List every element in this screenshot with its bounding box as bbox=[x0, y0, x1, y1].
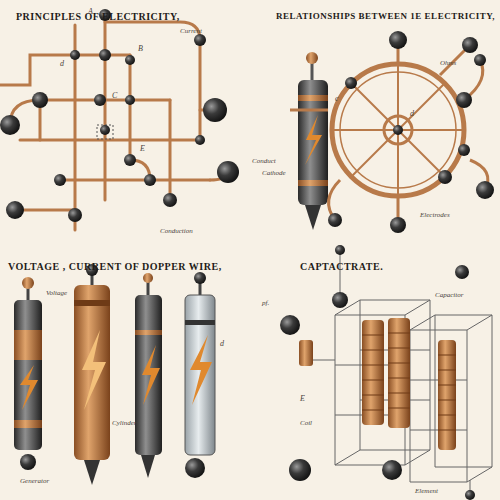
annotation: Cylinder bbox=[112, 420, 137, 427]
panel-title: PRINCIPLES OF ELECTRICITY, bbox=[16, 12, 180, 23]
annotation: B bbox=[138, 45, 143, 53]
copper-wire bbox=[0, 15, 225, 230]
annotation: Ohms bbox=[440, 60, 456, 67]
terminal-ball bbox=[0, 9, 239, 222]
annotation: Current bbox=[180, 28, 202, 35]
coil bbox=[299, 318, 456, 450]
annotation: E bbox=[300, 395, 305, 403]
wire-frame bbox=[300, 250, 492, 495]
panel-title: RELATIONSHIPS BETWEEN 1E ELECTRICITY, bbox=[276, 12, 495, 21]
annotation: E bbox=[140, 145, 145, 153]
annotation: A bbox=[88, 8, 93, 16]
annotation: Conduct bbox=[252, 158, 276, 165]
annotation: Generator bbox=[20, 478, 49, 485]
annotation: d bbox=[410, 110, 414, 118]
annotation: pf. bbox=[262, 300, 269, 307]
wheel bbox=[290, 40, 488, 225]
terminal-ball bbox=[328, 31, 494, 233]
panel-title: VOLTAGE , CURRENT OF DOPPER WIRE, bbox=[8, 262, 222, 273]
annotation: d bbox=[220, 340, 224, 348]
annotation: c bbox=[335, 95, 339, 103]
annotation: Cathode bbox=[262, 170, 286, 177]
annotation: Element bbox=[415, 488, 438, 495]
annotation: Capacitor bbox=[435, 292, 463, 299]
annotation: Voltage bbox=[46, 290, 67, 297]
annotation: Conduction bbox=[160, 228, 193, 235]
annotation: Coil bbox=[300, 420, 312, 427]
leyden-jar bbox=[298, 52, 328, 230]
annotation: d bbox=[60, 60, 64, 68]
dashed-frame bbox=[97, 125, 113, 139]
cell bbox=[14, 264, 215, 485]
annotation: Electrodes bbox=[420, 212, 450, 219]
panel-title: CAPTACTRATE. bbox=[300, 262, 383, 273]
annotation: C bbox=[112, 92, 117, 100]
terminal-ball bbox=[280, 245, 475, 500]
